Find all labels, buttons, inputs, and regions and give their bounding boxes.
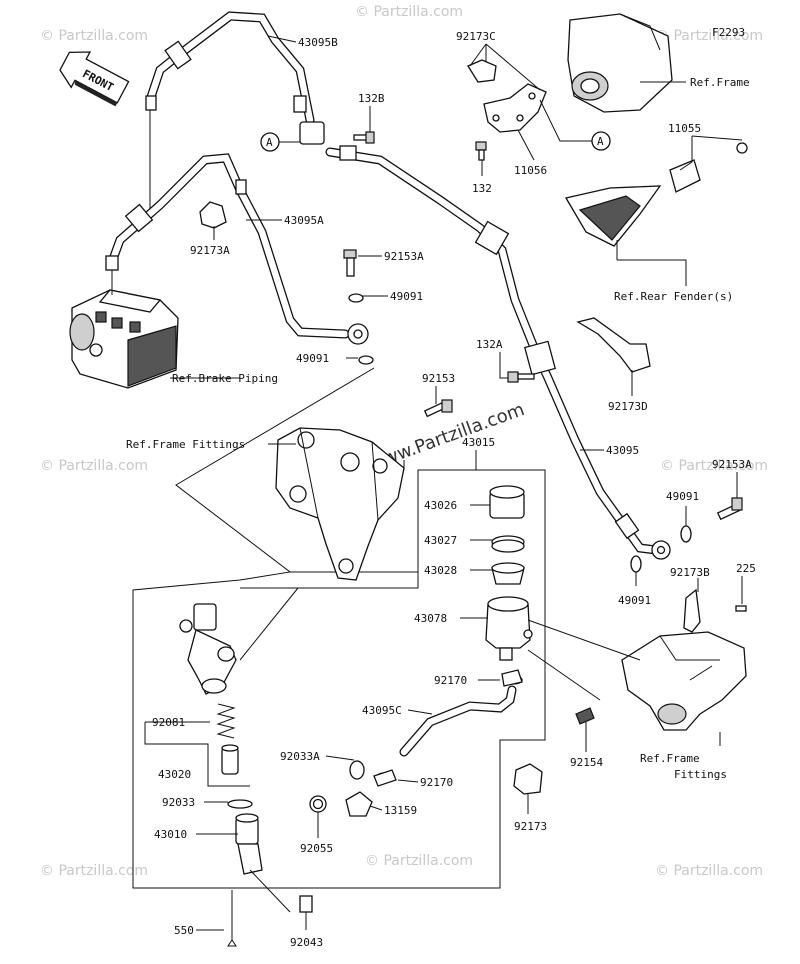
callout-a: A bbox=[597, 135, 604, 148]
part-label-225: 225 bbox=[736, 562, 756, 575]
fasteners bbox=[227, 131, 748, 947]
bracket-11056 bbox=[483, 83, 547, 133]
callout-markers: A A bbox=[260, 99, 611, 152]
frame-section bbox=[567, 13, 673, 113]
part-label-43027: 43027 bbox=[424, 534, 457, 547]
part-label-11055: 11055 bbox=[668, 122, 701, 135]
part-label-92173: 92173 bbox=[514, 820, 547, 833]
reservoir-assembly bbox=[485, 485, 533, 661]
part-label-92055: 92055 bbox=[300, 842, 333, 855]
part-label-132A: 132A bbox=[476, 338, 503, 351]
watermark: © Partzilla.com bbox=[655, 28, 763, 44]
part-label-43095A: 43095A bbox=[284, 214, 324, 227]
part-label-49091: 49091 bbox=[390, 290, 423, 303]
part-label-43095C: 43095C bbox=[362, 704, 402, 717]
ref-frame-fittings-right-line1: Ref.Frame bbox=[640, 752, 700, 765]
part-label-550: 550 bbox=[174, 924, 194, 937]
diagram-code: F2293 bbox=[712, 26, 745, 39]
part-label-92033: 92033 bbox=[162, 796, 195, 809]
part-label-92173C: 92173C bbox=[456, 30, 496, 43]
frame-fittings-right bbox=[621, 631, 747, 731]
part-label-92081: 92081 bbox=[152, 716, 185, 729]
part-label-43026: 43026 bbox=[424, 499, 457, 512]
part-label-13159: 13159 bbox=[384, 804, 417, 817]
part-label-49091: 49091 bbox=[666, 490, 699, 503]
brake-hose-43095B bbox=[145, 11, 325, 210]
part-label-92170: 92170 bbox=[434, 674, 467, 687]
ref-brake-piping: Ref.Brake Piping bbox=[172, 372, 278, 385]
watermark: © Partzilla.com bbox=[365, 853, 473, 869]
part-label-43095: 43095 bbox=[606, 444, 639, 457]
watermark: © Partzilla.com bbox=[355, 4, 463, 20]
clamps bbox=[199, 59, 701, 795]
part-label-92154: 92154 bbox=[570, 756, 603, 769]
part-label-132: 132 bbox=[472, 182, 492, 195]
part-label-43010: 43010 bbox=[154, 828, 187, 841]
part-label-92153A-right: 92153A bbox=[712, 458, 752, 471]
master-cylinder bbox=[179, 603, 523, 875]
part-label-92173D: 92173D bbox=[608, 400, 648, 413]
part-label-92153: 92153 bbox=[422, 372, 455, 385]
part-label-49091: 49091 bbox=[296, 352, 329, 365]
part-label-43015: 43015 bbox=[462, 436, 495, 449]
part-label-43078: 43078 bbox=[414, 612, 447, 625]
part-label-92173B: 92173B bbox=[670, 566, 710, 579]
frame-fittings-center bbox=[275, 427, 405, 581]
brake-hose-43095A bbox=[105, 153, 369, 345]
front-direction-arrow: FRONT bbox=[59, 51, 130, 107]
ref-frame-fittings-right-line2: Fittings bbox=[674, 768, 727, 781]
part-label-43095B: 43095B bbox=[298, 36, 338, 49]
watermark: © Partzilla.com bbox=[40, 28, 148, 44]
part-label-49091: 49091 bbox=[618, 594, 651, 607]
ref-frame-fittings-left: Ref.Frame Fittings bbox=[126, 438, 245, 451]
watermark: © Partzilla.com bbox=[655, 863, 763, 879]
part-label-92173A: 92173A bbox=[190, 244, 230, 257]
callout-a: A bbox=[266, 136, 273, 149]
leader-lines bbox=[144, 35, 743, 931]
part-label-92153A: 92153A bbox=[384, 250, 424, 263]
reference-labels: Ref.Frame Ref.Rear Fender(s) Ref.Brake P… bbox=[126, 76, 750, 781]
part-label-43028: 43028 bbox=[424, 564, 457, 577]
brake-hose-43095 bbox=[325, 145, 671, 560]
rear-fender-section bbox=[564, 159, 701, 247]
part-label-43020: 43020 bbox=[158, 768, 191, 781]
part-label-92170: 92170 bbox=[420, 776, 453, 789]
part-label-92043: 92043 bbox=[290, 936, 323, 949]
watermark: © Partzilla.com bbox=[40, 458, 148, 474]
part-labels: 43095B 132B 92173C 132 11056 11055 43095… bbox=[152, 30, 756, 949]
abs-unit bbox=[69, 289, 179, 389]
watermark: © Partzilla.com bbox=[660, 458, 768, 474]
ref-frame: Ref.Frame bbox=[690, 76, 750, 89]
ref-rear-fender: Ref.Rear Fender(s) bbox=[614, 290, 733, 303]
part-label-92033A: 92033A bbox=[280, 750, 320, 763]
watermark: © Partzilla.com bbox=[40, 863, 148, 879]
part-label-11056: 11056 bbox=[514, 164, 547, 177]
part-label-132B: 132B bbox=[358, 92, 385, 105]
